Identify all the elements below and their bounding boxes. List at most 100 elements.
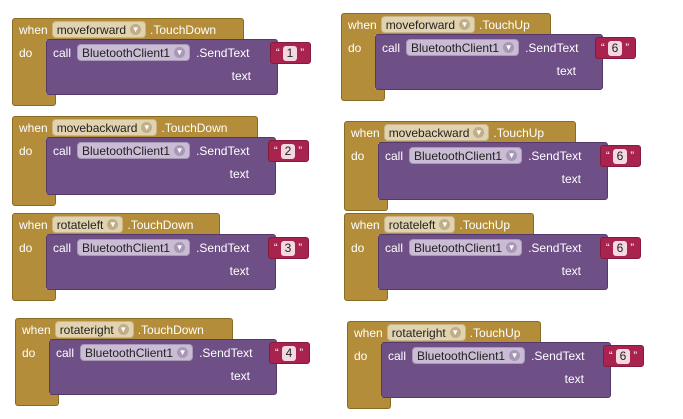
- quote-open: “: [274, 242, 278, 254]
- event-footer: [344, 289, 388, 301]
- text-string-block[interactable]: “ 6 ”: [603, 345, 645, 367]
- event-footer: [12, 94, 56, 106]
- chevron-down-icon[interactable]: ▼: [459, 19, 471, 30]
- method-name: .SendText: [196, 143, 250, 158]
- text-param-label: text: [229, 264, 249, 278]
- event-header[interactable]: when rotateleft ▼ .TouchDown: [12, 213, 220, 235]
- call-block[interactable]: call BluetoothClient1 ▼ .SendText text: [46, 39, 278, 95]
- text-string-block[interactable]: “ 3 ”: [268, 237, 310, 259]
- chevron-down-icon[interactable]: ▼: [506, 242, 518, 253]
- bluetooth-component-name: BluetoothClient1: [414, 148, 503, 163]
- event-block-rotateleft-touchdown[interactable]: when rotateleft ▼ .TouchDown do call Blu…: [12, 213, 346, 302]
- chevron-down-icon[interactable]: ▼: [141, 122, 153, 133]
- chevron-down-icon[interactable]: ▼: [503, 42, 515, 53]
- chevron-down-icon[interactable]: ▼: [130, 24, 142, 35]
- chevron-down-icon[interactable]: ▼: [439, 219, 451, 230]
- quote-open: “: [609, 350, 613, 362]
- event-block-moveforward-touchdown[interactable]: when moveforward ▼ .TouchDown do call Bl…: [12, 18, 348, 107]
- bluetooth-dropdown[interactable]: BluetoothClient1 ▼: [77, 239, 191, 256]
- text-param-label: text: [556, 64, 576, 78]
- event-block-rotateleft-touchup[interactable]: when rotateleft ▼ .TouchUp do call Bluet…: [344, 213, 678, 302]
- event-header[interactable]: when movebackward ▼ .TouchUp: [344, 121, 576, 143]
- text-string-block[interactable]: “ 1 ”: [270, 42, 312, 64]
- chevron-down-icon[interactable]: ▼: [473, 127, 485, 138]
- text-value-field[interactable]: 6: [615, 348, 631, 364]
- text-string-block[interactable]: “ 2 ”: [268, 140, 310, 162]
- call-block[interactable]: call BluetoothClient1 ▼ .SendText text: [46, 137, 276, 195]
- call-block[interactable]: call BluetoothClient1 ▼ .SendText text: [375, 34, 603, 90]
- event-block-rotateright-touchup[interactable]: when rotateright ▼ .TouchUp do call Blue…: [347, 321, 681, 410]
- component-dropdown[interactable]: rotateleft ▼: [51, 216, 124, 233]
- when-keyword: when: [22, 322, 51, 337]
- call-block[interactable]: call BluetoothClient1 ▼ .SendText text: [381, 342, 611, 398]
- do-section: do: [15, 339, 49, 395]
- text-string-block[interactable]: “ 6 ”: [595, 37, 637, 59]
- text-value-field[interactable]: 2: [280, 143, 296, 159]
- event-block-movebackward-touchdown[interactable]: when movebackward ▼ .TouchDown do call B…: [12, 116, 346, 207]
- component-dropdown[interactable]: movebackward ▼: [383, 124, 490, 141]
- method-name: .SendText: [196, 240, 250, 255]
- event-header[interactable]: when rotateleft ▼ .TouchUp: [344, 213, 534, 235]
- event-block-moveforward-touchup[interactable]: when moveforward ▼ .TouchUp do call Blue…: [341, 13, 673, 102]
- text-value-field[interactable]: 6: [607, 40, 623, 56]
- bluetooth-dropdown[interactable]: BluetoothClient1 ▼: [409, 239, 523, 256]
- chevron-down-icon[interactable]: ▼: [117, 324, 129, 335]
- component-dropdown[interactable]: rotateright ▼: [386, 324, 466, 341]
- do-section: do: [12, 39, 46, 95]
- text-value-field[interactable]: 6: [612, 240, 628, 256]
- when-keyword: when: [19, 120, 48, 135]
- event-header[interactable]: when rotateright ▼ .TouchDown: [15, 318, 233, 340]
- component-dropdown[interactable]: rotateleft ▼: [383, 216, 456, 233]
- chevron-down-icon[interactable]: ▼: [449, 327, 461, 338]
- when-keyword: when: [351, 217, 380, 232]
- call-keyword: call: [385, 148, 404, 163]
- event-block-rotateright-touchdown[interactable]: when rotateright ▼ .TouchDown do call Bl…: [15, 318, 347, 407]
- quote-close: ”: [299, 347, 304, 359]
- event-footer: [341, 89, 385, 101]
- component-dropdown[interactable]: movebackward ▼: [51, 119, 158, 136]
- chevron-down-icon[interactable]: ▼: [107, 219, 119, 230]
- text-string-block[interactable]: “ 6 ”: [600, 237, 642, 259]
- chevron-down-icon[interactable]: ▼: [174, 242, 186, 253]
- call-block[interactable]: call BluetoothClient1 ▼ .SendText text: [49, 339, 277, 395]
- bluetooth-dropdown[interactable]: BluetoothClient1 ▼: [412, 347, 526, 364]
- when-keyword: when: [354, 325, 383, 340]
- event-block-movebackward-touchup[interactable]: when movebackward ▼ .TouchUp do call Blu…: [344, 121, 678, 212]
- text-string-block[interactable]: “ 6 ”: [600, 145, 642, 167]
- text-value-field[interactable]: 1: [282, 45, 298, 61]
- text-value-field[interactable]: 6: [612, 148, 628, 164]
- method-name: .SendText: [199, 345, 253, 360]
- event-header[interactable]: when movebackward ▼ .TouchDown: [12, 116, 258, 138]
- chevron-down-icon[interactable]: ▼: [506, 150, 518, 161]
- quote-open: “: [606, 242, 610, 254]
- bluetooth-dropdown[interactable]: BluetoothClient1 ▼: [77, 44, 191, 61]
- do-keyword: do: [354, 349, 368, 363]
- do-keyword: do: [22, 346, 36, 360]
- call-block[interactable]: call BluetoothClient1 ▼ .SendText text: [378, 234, 608, 290]
- chevron-down-icon[interactable]: ▼: [509, 350, 521, 361]
- chevron-down-icon[interactable]: ▼: [174, 145, 186, 156]
- bluetooth-dropdown[interactable]: BluetoothClient1 ▼: [77, 142, 191, 159]
- text-value-field[interactable]: 4: [281, 345, 297, 361]
- call-keyword: call: [53, 45, 72, 60]
- when-keyword: when: [19, 217, 48, 232]
- event-header[interactable]: when moveforward ▼ .TouchUp: [341, 13, 551, 35]
- text-string-block[interactable]: “ 4 ”: [269, 342, 311, 364]
- bluetooth-dropdown[interactable]: BluetoothClient1 ▼: [406, 39, 520, 56]
- chevron-down-icon[interactable]: ▼: [177, 347, 189, 358]
- bluetooth-dropdown[interactable]: BluetoothClient1 ▼: [80, 344, 194, 361]
- component-dropdown[interactable]: moveforward ▼: [51, 21, 147, 38]
- chevron-down-icon[interactable]: ▼: [174, 47, 186, 58]
- call-block[interactable]: call BluetoothClient1 ▼ .SendText text: [46, 234, 276, 290]
- do-section: do: [12, 234, 46, 290]
- event-header[interactable]: when moveforward ▼ .TouchDown: [12, 18, 244, 40]
- do-section: do: [341, 34, 375, 90]
- bluetooth-dropdown[interactable]: BluetoothClient1 ▼: [409, 147, 523, 164]
- event-header[interactable]: when rotateright ▼ .TouchUp: [347, 321, 541, 343]
- component-dropdown[interactable]: rotateright ▼: [54, 321, 134, 338]
- event-name: .TouchDown: [137, 322, 204, 337]
- call-block[interactable]: call BluetoothClient1 ▼ .SendText text: [378, 142, 608, 200]
- text-value-field[interactable]: 3: [280, 240, 296, 256]
- do-keyword: do: [19, 144, 33, 158]
- component-dropdown[interactable]: moveforward ▼: [380, 16, 476, 33]
